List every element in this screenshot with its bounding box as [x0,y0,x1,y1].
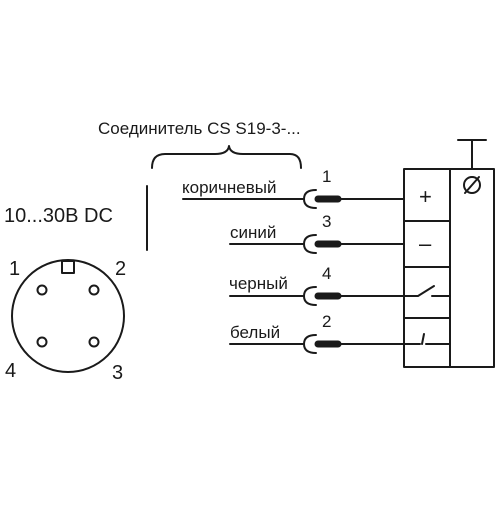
wire-label: черный [229,274,288,293]
plug-pin-hole [88,336,100,348]
plug-pin-number: 2 [115,258,126,280]
terminal-plus: + [419,184,432,209]
plug-pin-hole [88,284,100,296]
no-switch [403,285,451,297]
nc-switch [403,333,451,345]
connector-title: Соединитель CS S19-3-... [98,119,301,138]
wire-label: коричневый [182,178,276,197]
terminal-minus: – [419,231,432,256]
wire-label: белый [230,323,280,342]
ground-terminal-slash [464,176,480,194]
wire-label: синий [230,223,276,242]
supply-voltage: 10...30В DC [4,205,113,227]
plug-pin-number: 1 [9,258,20,280]
socket-contact [303,286,317,306]
ground-terminal-circle [463,176,481,194]
title-brace [151,145,302,169]
plug-pin-number: 4 [5,360,16,382]
plug-pin-number: 3 [112,362,123,384]
plug-key [61,260,75,274]
wire-pin-number: 1 [322,167,331,186]
socket-contact [303,234,317,254]
wire-pin-number: 4 [322,264,331,283]
socket-contact [303,189,317,209]
socket-contact [303,334,317,354]
wire-pin-number: 2 [322,312,331,331]
plug-pin-hole [36,284,48,296]
plug-face [11,259,125,373]
wire-pin-number: 3 [322,212,331,231]
plug-pin-hole [36,336,48,348]
